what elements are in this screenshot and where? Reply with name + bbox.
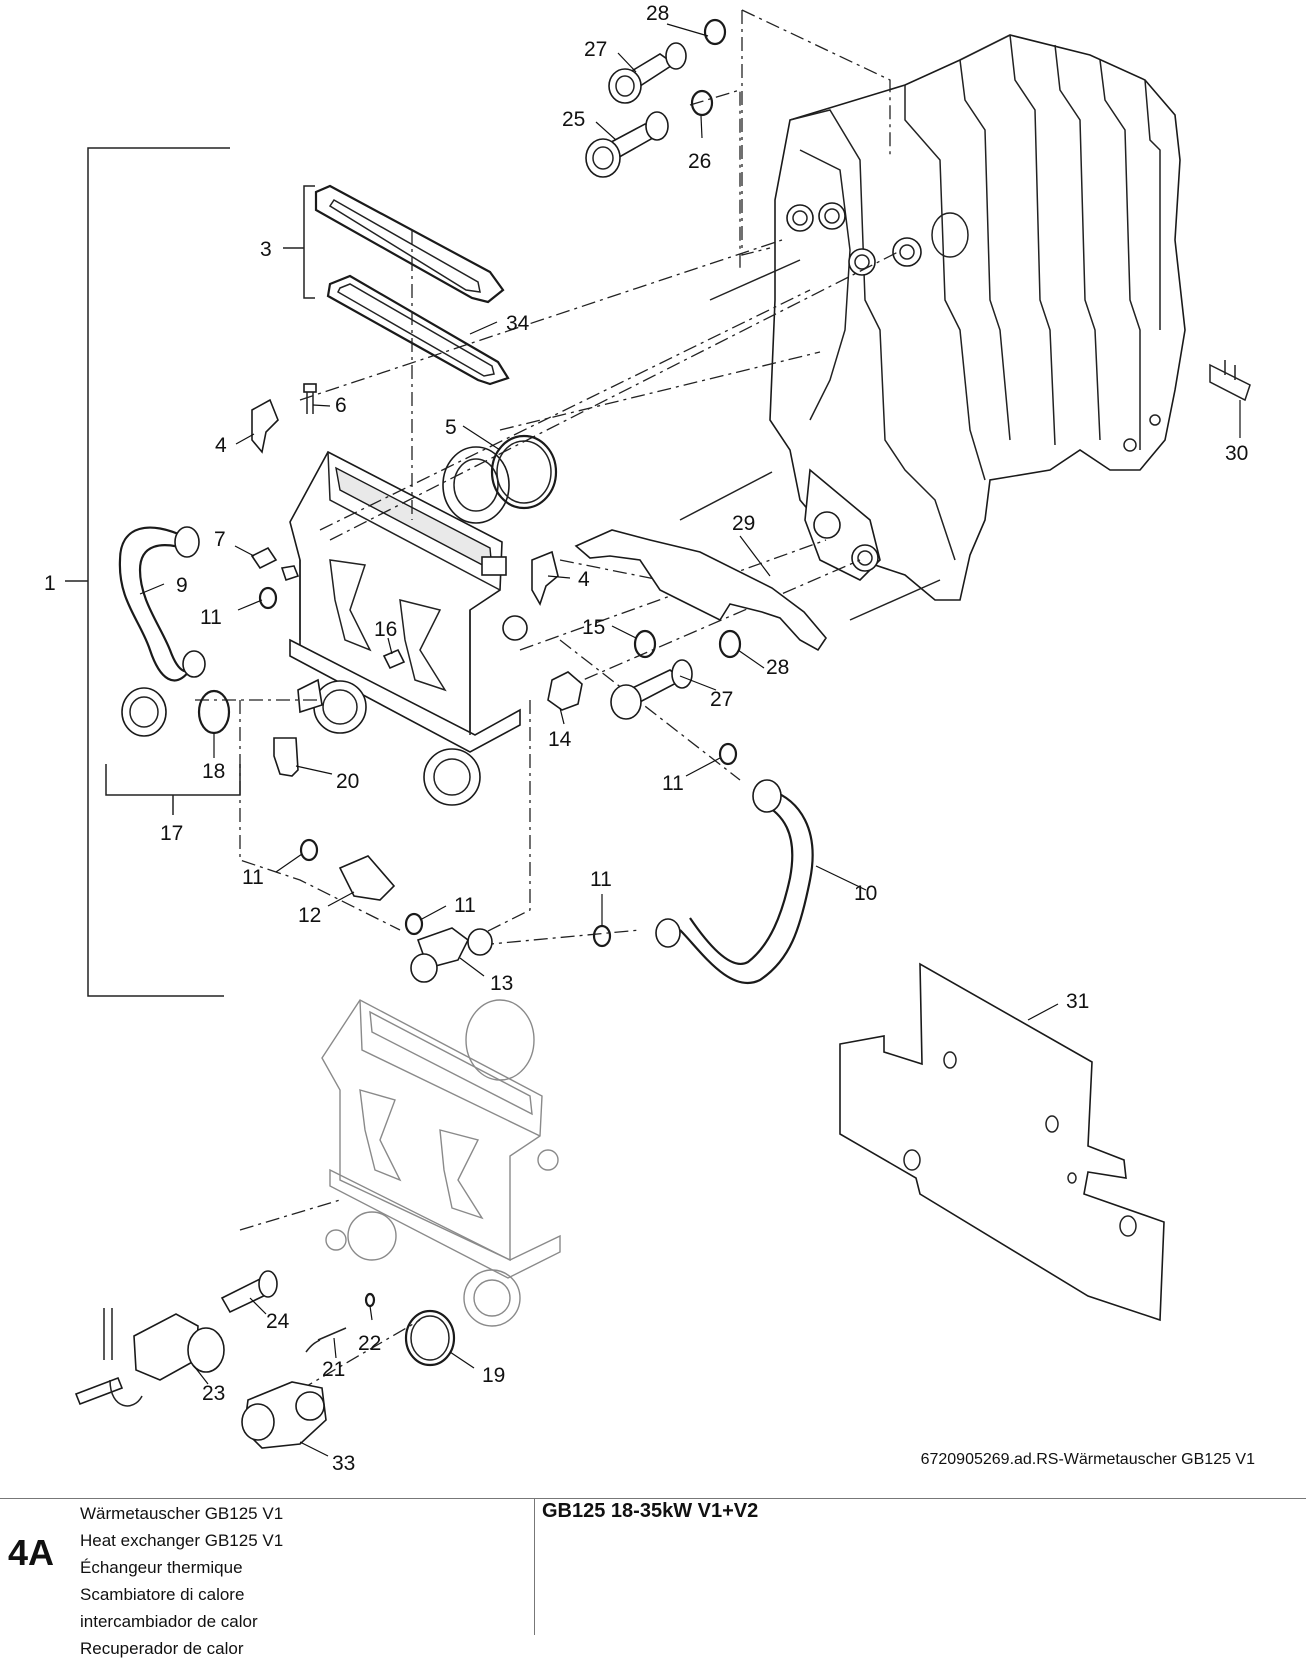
seal-ring-5	[490, 434, 558, 510]
t-piece-13	[410, 927, 493, 983]
o-ring-28-top	[703, 18, 727, 46]
callout-17: 17	[160, 822, 183, 845]
pin-21	[305, 1327, 347, 1353]
pipe-10	[679, 788, 814, 984]
o-ring-11	[718, 742, 738, 766]
callout-11: 11	[454, 894, 476, 917]
o-ring-11	[258, 586, 278, 610]
callout-16: 16	[374, 618, 397, 641]
callout-11: 11	[590, 868, 612, 891]
callout-12: 12	[298, 904, 321, 927]
callout-29: 29	[732, 512, 755, 535]
callout-28: 28	[646, 2, 669, 25]
insulation-mat-31	[839, 962, 1165, 1322]
callout-18: 18	[202, 760, 225, 783]
screw-6	[303, 383, 317, 414]
callout-11: 11	[662, 772, 684, 795]
callout-34: 34	[506, 312, 530, 335]
siphon-assembly-23	[74, 1308, 225, 1407]
callout-26: 26	[688, 150, 711, 173]
callout-33: 33	[332, 1452, 355, 1475]
o-ring-15	[633, 629, 657, 659]
callout-22: 22	[358, 1332, 381, 1355]
nut-7	[280, 565, 300, 582]
siphon-nut-17	[121, 687, 167, 737]
part-name-it: Scambiatore di calore	[80, 1585, 245, 1604]
figure-caption: 6720905269.ad.RS-Wärmetauscher GB125 V1	[921, 1451, 1256, 1468]
callout-3: 3	[260, 238, 272, 261]
callout-31: 31	[1066, 990, 1089, 1013]
callout-27: 27	[584, 38, 607, 61]
footer-rule	[0, 1498, 1306, 1499]
connector-pipe-27-mid	[610, 659, 693, 720]
model-title: GB125 18-35kW V1+V2	[542, 1500, 759, 1522]
o-ring-11	[299, 838, 319, 862]
callout-19: 19	[482, 1364, 505, 1387]
part-names: Wärmetauscher GB125 V1 Heat exchanger GB…	[80, 1500, 283, 1662]
o-ring-28-mid	[718, 629, 742, 659]
callout-24: 24	[266, 1310, 290, 1333]
connector-pipe-27-top	[608, 42, 687, 104]
bracket-3-34	[303, 185, 315, 299]
callout-7: 7	[214, 528, 226, 551]
callout-15: 15	[582, 616, 605, 639]
secondary-heat-exchanger-reference-view	[321, 999, 561, 1327]
seal-ring-19	[404, 1309, 456, 1367]
clip-4-left	[251, 398, 279, 454]
o-ring-11	[592, 924, 612, 948]
callout-20: 20	[336, 770, 359, 793]
callout-28: 28	[766, 656, 789, 679]
section-code: 4A	[8, 1532, 55, 1573]
tie-rod	[679, 471, 773, 521]
clip-4-right	[531, 550, 559, 606]
tie-rod	[849, 579, 941, 621]
o-ring-18	[197, 689, 231, 735]
connector-12	[338, 855, 396, 901]
o-ring-26	[690, 89, 714, 117]
callout-4: 4	[578, 568, 590, 591]
callout-23: 23	[202, 1382, 225, 1405]
pipe-9	[118, 526, 191, 682]
clip-20	[273, 737, 299, 777]
nut-14	[547, 671, 583, 711]
callout-11: 11	[200, 606, 222, 629]
part-name-pt: Recuperador de calor	[80, 1639, 244, 1658]
nipple-24	[220, 1270, 278, 1314]
part-name-de: Wärmetauscher GB125 V1	[80, 1504, 284, 1523]
connector-pipe-25	[585, 111, 669, 178]
gasket-frame-3	[314, 184, 505, 304]
fitting-16	[382, 648, 406, 670]
part-name-es: intercambiador de calor	[80, 1612, 258, 1631]
callout-5: 5	[445, 416, 457, 439]
footer-divider	[534, 1498, 535, 1635]
callout-11: 11	[242, 866, 264, 889]
callout-25: 25	[562, 108, 585, 131]
callout-14: 14	[548, 728, 572, 751]
tie-rod	[709, 259, 801, 301]
gasket-34	[326, 274, 510, 386]
sleeve-7	[250, 546, 278, 570]
callout-27: 27	[710, 688, 733, 711]
cast-iron-heat-exchanger-block	[769, 34, 1251, 601]
callout-10: 10	[854, 882, 877, 905]
insulation-plate-29	[574, 529, 827, 652]
part-name-fr: Échangeur thermique	[80, 1558, 243, 1577]
title-block: 4A Wärmetauscher GB125 V1 Heat exchanger…	[0, 1494, 1306, 1658]
secondary-heat-exchanger	[289, 446, 528, 806]
callout-9: 9	[176, 574, 188, 597]
o-ring-11	[404, 912, 424, 936]
callout-1: 1	[44, 572, 56, 595]
callout-21: 21	[322, 1358, 345, 1381]
callout-13: 13	[490, 972, 513, 995]
callout-6: 6	[335, 394, 347, 417]
o-ring-22	[364, 1292, 376, 1308]
assembly-bracket-1	[87, 147, 230, 997]
exploded-parts-diagram: 28 27 25 26 3 34 6 4 5 7 9 1 11 4 29 30 …	[44, 2, 1256, 1475]
callout-4: 4	[215, 434, 227, 457]
callout-30: 30	[1225, 442, 1248, 465]
callout-leaders	[139, 23, 1241, 1457]
condensate-trap-33	[241, 1381, 327, 1449]
part-name-en: Heat exchanger GB125 V1	[80, 1531, 284, 1550]
